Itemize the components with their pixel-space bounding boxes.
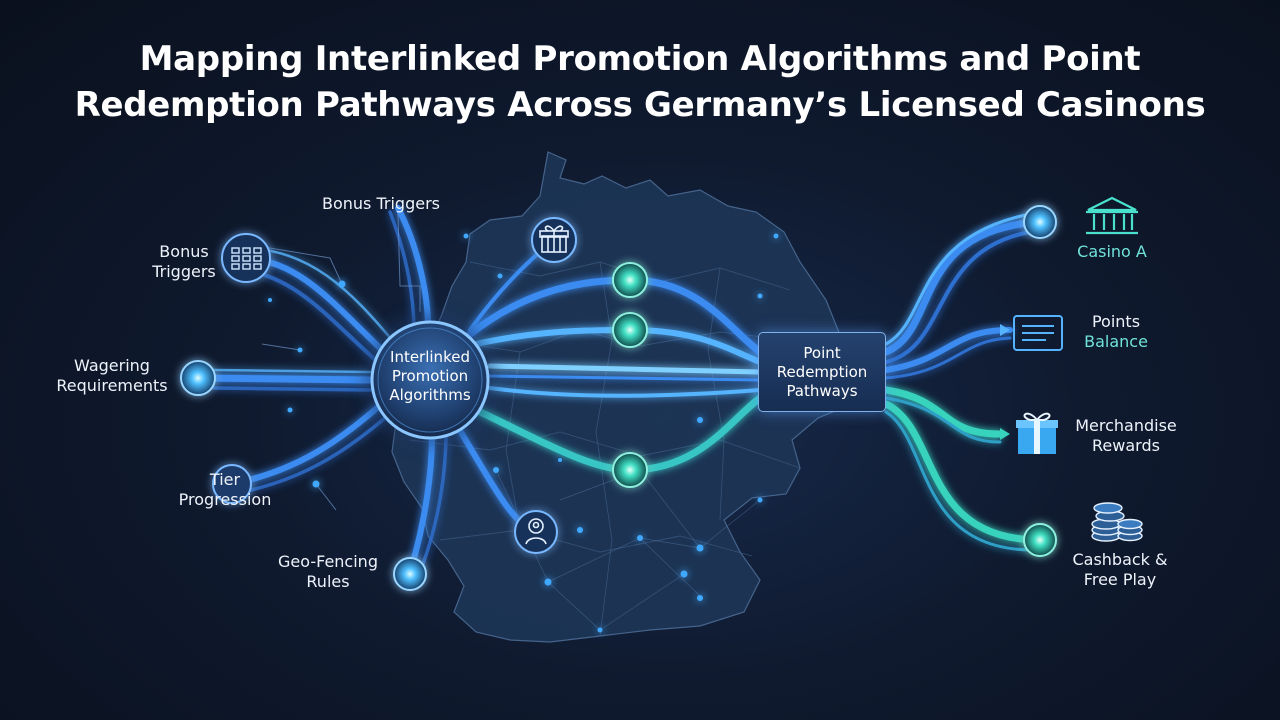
hub-label: Interlinked Promotion Algorithms xyxy=(368,348,492,405)
flow-geo xyxy=(407,433,435,575)
cashback-line-2: Free Play xyxy=(1083,570,1157,589)
output-nodes xyxy=(1000,205,1057,557)
hub-label-line-3: Algorithms xyxy=(389,386,471,404)
wagering-node xyxy=(180,360,216,396)
redemption-line-3: Pathways xyxy=(786,382,858,400)
title-line-1: Mapping Interlinked Promotion Algorithms… xyxy=(139,39,1141,79)
flow-node-2 xyxy=(612,312,648,348)
cashback-node xyxy=(1023,523,1057,557)
geo-fencing-node xyxy=(393,557,427,591)
wagering-label: Wagering Requirements xyxy=(48,356,176,396)
bonus-triggers-left-line-2: Triggers xyxy=(152,262,216,281)
tier-line-2: Progression xyxy=(178,490,272,509)
bonus-triggers-left-label: Bonus Triggers xyxy=(138,242,230,282)
merchandise-label: Merchandise Rewards xyxy=(1066,416,1186,456)
flow-tier xyxy=(229,399,387,487)
wagering-line-2: Requirements xyxy=(56,376,168,395)
redemption-line-1: Point xyxy=(803,344,841,362)
flow-wagering xyxy=(194,374,374,384)
bank-building-icon xyxy=(1086,196,1138,235)
merchandise-line-1: Merchandise xyxy=(1075,416,1177,435)
location-person-icon xyxy=(514,510,558,554)
merchandise-line-2: Rewards xyxy=(1092,436,1160,455)
middle-nodes xyxy=(514,217,648,554)
input-nodes xyxy=(180,233,427,591)
hub-label-line-1: Interlinked xyxy=(390,348,470,366)
calendar-grid-icon xyxy=(221,233,271,283)
wagering-line-1: Wagering xyxy=(74,356,150,375)
redemption-line-2: Redemption xyxy=(776,363,868,381)
geo-fencing-label: Geo-Fencing Rules xyxy=(272,552,384,592)
output-flows-blue xyxy=(882,212,1044,380)
hub-label-line-2: Promotion xyxy=(391,367,469,385)
points-balance-label: Points Balance xyxy=(1070,312,1162,352)
flow-node-3 xyxy=(612,452,648,488)
page-title: Mapping Interlinked Promotion Algorithms… xyxy=(40,36,1240,128)
hub-node xyxy=(364,314,496,446)
bonus-triggers-left-line-1: Bonus xyxy=(159,242,209,261)
casino-node xyxy=(1023,205,1057,239)
cashback-line-1: Cashback & xyxy=(1072,550,1168,569)
balance-card-icon xyxy=(1013,315,1063,351)
tier-label: Tier Progression xyxy=(170,470,280,510)
points-balance-line-1: Points xyxy=(1091,312,1141,331)
bonus-triggers-top-label: Bonus Triggers xyxy=(322,194,440,213)
points-balance-line-2: Balance xyxy=(1084,332,1148,351)
output-flows-teal xyxy=(882,386,1044,552)
flow-node-1 xyxy=(612,262,648,298)
geo-fencing-line-2: Rules xyxy=(306,572,350,591)
map-dots xyxy=(268,233,779,633)
point-redemption-box: Point Redemption Pathways xyxy=(758,332,886,412)
geo-fencing-line-1: Geo-Fencing xyxy=(278,552,378,571)
gift-box-icon xyxy=(1016,412,1058,454)
thin-connectors xyxy=(245,213,421,511)
title-line-2: Redemption Pathways Across Germany’s Lic… xyxy=(74,85,1206,125)
tier-line-1: Tier xyxy=(209,470,241,489)
casino-a-label: Casino A xyxy=(1077,242,1147,261)
cashback-label: Cashback & Free Play xyxy=(1064,550,1176,590)
poker-chips-icon xyxy=(1091,502,1143,542)
gift-icon xyxy=(531,217,577,263)
tier-node xyxy=(212,464,252,504)
